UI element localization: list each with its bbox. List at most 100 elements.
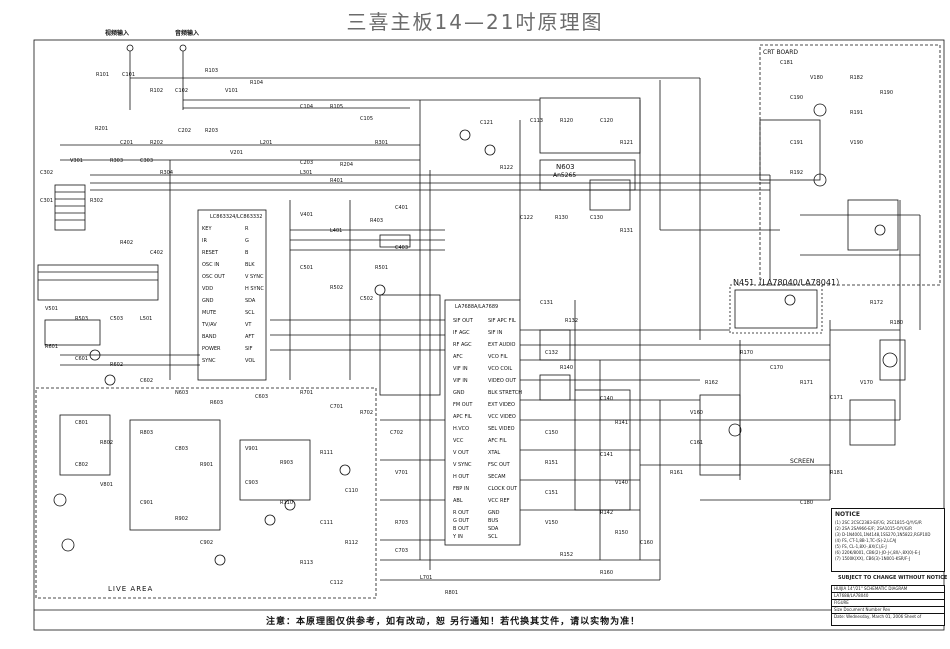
component-ref-label: C602 [140, 378, 154, 384]
cpu-pin-label: OSC OUT [202, 274, 225, 280]
cpu-pin-label: MUTE [202, 310, 217, 316]
ic-pin-label: GND [488, 510, 500, 516]
cpu-pin-label: VOL [245, 358, 256, 364]
component-ref-label: V101 [225, 88, 238, 94]
component-ref-label: R303 [110, 158, 124, 164]
component-ref-label: C132 [545, 350, 559, 356]
ic-pin-label: VIDEO OUT [488, 378, 517, 384]
ic-pin-label: VCO FIL [488, 354, 508, 360]
component-ref-label: R501 [375, 265, 389, 271]
n603-label: N603 [556, 163, 575, 171]
cpu-ic-outline [197, 209, 267, 381]
component-ref-label: R110 [280, 500, 294, 506]
component-ref-label: R402 [120, 240, 134, 246]
n451-label: N451（LA78040/LA78041） [733, 278, 845, 287]
component-ref-label: R802 [100, 440, 114, 446]
component-ref-label: R102 [150, 88, 164, 94]
ic-pin-label: CLOCK OUT [488, 486, 518, 492]
component-ref-label: C301 [40, 198, 54, 204]
ic-pin-label: ABL [453, 498, 463, 504]
live-area-outline [35, 387, 377, 599]
title-block-row: LA7688/LA78040 [832, 593, 944, 600]
cpu-pin-label: POWER [202, 346, 221, 352]
ic-pin-label: SDA [488, 526, 499, 532]
component-ref-label: C403 [395, 245, 409, 251]
component-ref-label: R141 [615, 420, 629, 426]
notice-line: (3) D-1N4001,1N4148,1SS270,1N5822,RGP10D [835, 532, 931, 537]
component-ref-label: C803 [175, 446, 189, 452]
crt-board-area [759, 44, 941, 286]
notice-line: (7) 1500K(XX), CB6(3)-1N001-KSR/F-J [835, 556, 911, 561]
ic-pin-label: EXT VIDEO [488, 402, 515, 408]
component-ref-label: R192 [790, 170, 804, 176]
audio-in-label: 音频输入 [175, 30, 200, 37]
component-ref-label: R703 [395, 520, 409, 526]
component-ref-label: C101 [122, 72, 136, 78]
component-ref-label: R191 [850, 110, 864, 116]
component-ref-label: R111 [320, 450, 334, 456]
component-ref-label: R203 [205, 128, 219, 134]
component-ref-label: C603 [255, 394, 269, 400]
component-ref-label: R502 [330, 285, 344, 291]
component-ref-label: C190 [790, 95, 804, 101]
component-ref-label: C901 [140, 500, 154, 506]
ic-pin-label: BLK STRETCH [488, 390, 522, 396]
ic-pin-label: AFC [453, 354, 463, 360]
cpu-pin-label: KEY [202, 226, 212, 232]
ic-pin-label: SIF IN [488, 330, 503, 336]
ic-pin-label: SCL [488, 534, 498, 540]
component-ref-label: C161 [690, 440, 704, 446]
video-in-label: 视频输入 [105, 30, 130, 37]
component-ref-label: R503 [75, 316, 89, 322]
crt-board-label: CRT BOARD [763, 49, 799, 56]
component-ref-label: R160 [600, 570, 614, 576]
component-ref-label: C902 [200, 540, 214, 546]
title-block-row: Size Document Number Rev [832, 607, 944, 614]
component-ref-label: C402 [150, 250, 164, 256]
ic-pin-label: IF AGC [453, 330, 470, 336]
cpu-pin-label: GND [202, 298, 214, 304]
component-ref-label: C401 [395, 205, 409, 211]
component-ref-label: R161 [670, 470, 684, 476]
component-ref-label: R122 [500, 165, 514, 171]
component-ref-label: R151 [545, 460, 559, 466]
component-ref-label: R201 [95, 126, 109, 132]
cpu-pin-label: RESET [202, 250, 219, 256]
component-ref-label: V150 [545, 520, 558, 526]
schematic-frame [33, 39, 945, 631]
ic-pin-label: VCC [453, 438, 464, 444]
component-ref-label: C702 [390, 430, 404, 436]
component-ref-label: C703 [395, 548, 409, 554]
component-ref-label: R112 [345, 540, 359, 546]
component-ref-label: R403 [370, 218, 384, 224]
notice-line: (2) 2SA 2SA966-E/F; 2SA1015-O/Y/G/R [835, 526, 913, 531]
component-ref-label: R603 [210, 400, 224, 406]
cpu-pin-label: SIF [245, 346, 253, 352]
ic-pin-label: H OUT [453, 474, 469, 480]
component-ref-label: R152 [560, 552, 574, 558]
component-ref-label: V301 [70, 158, 83, 164]
component-ref-label: C601 [75, 356, 89, 362]
live-area-label: LIVE AREA [108, 585, 154, 593]
component-ref-label: R803 [140, 430, 154, 436]
component-ref-label: R171 [800, 380, 814, 386]
component-ref-label: L401 [330, 228, 343, 234]
ic-pin-label: H.VCO [453, 426, 470, 432]
component-ref-label: C102 [175, 88, 189, 94]
ic-pin-label: AFC FIL [488, 438, 507, 444]
component-ref-label: R103 [205, 68, 219, 74]
component-ref-label: R113 [300, 560, 314, 566]
component-ref-label: R601 [45, 344, 59, 350]
component-ref-label: C151 [545, 490, 559, 496]
cpu-pin-label: VT [245, 322, 252, 328]
ic-pin-label: B OUT [453, 526, 469, 532]
component-ref-label: R172 [870, 300, 884, 306]
ic-pin-label: VCC VIDEO [488, 414, 516, 420]
component-ref-label: C141 [600, 452, 614, 458]
ic-pin-label: V SYNC [453, 462, 472, 468]
component-ref-label: R180 [890, 320, 904, 326]
component-ref-label: L301 [300, 170, 313, 176]
component-ref-label: R901 [200, 462, 214, 468]
component-ref-label: N603 [175, 390, 189, 396]
